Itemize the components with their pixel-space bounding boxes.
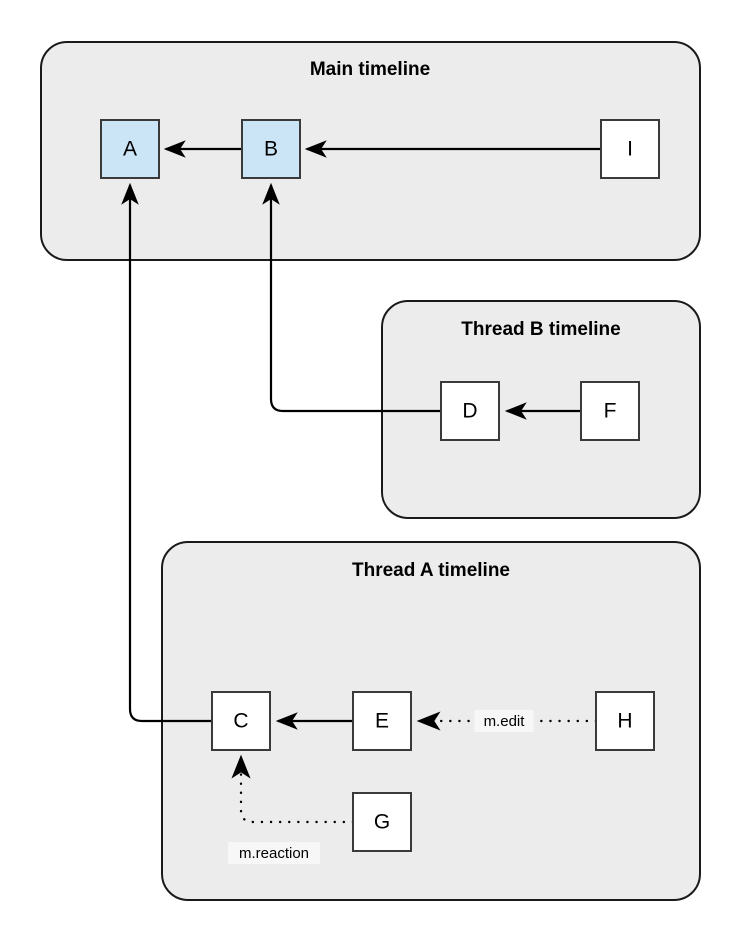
edge-D-to-B [262,182,441,413]
edge-G-to-C [231,754,355,824]
event-node-box[interactable] [100,119,160,179]
event-node-box[interactable] [600,119,660,179]
timeline-group-title: Thread A timeline [352,560,510,581]
edge-C-to-A [121,182,212,723]
event-node-C[interactable]: C [211,691,271,751]
timeline-group-title: Thread B timeline [461,319,620,340]
event-node-A[interactable]: A [100,119,160,179]
timeline-group-box [381,300,701,519]
event-node-box[interactable] [241,119,301,179]
event-node-D[interactable]: D [440,381,500,441]
event-node-label: F [604,400,617,423]
event-nodes-layer: A B I D F C E H G [100,119,660,852]
event-node-box[interactable] [595,691,655,751]
edge-label-backing [228,842,320,864]
timeline-group-title: Main timeline [310,59,430,80]
event-node-label: G [374,811,390,834]
edge-label-G-to-C: m.reaction [228,842,320,864]
edge-label-text: m.edit [484,713,526,730]
event-node-label: E [375,710,389,733]
event-node-label: C [233,710,248,733]
edge-label-text: m.reaction [239,845,309,862]
event-node-box[interactable] [352,792,412,852]
event-node-box[interactable] [352,691,412,751]
event-node-box[interactable] [440,381,500,441]
timeline-group-threadB: Thread B timeline [381,300,701,519]
edges-layer [121,140,601,824]
timeline-group-box [40,41,701,261]
event-node-label: A [123,138,137,161]
event-node-label: D [462,400,477,423]
event-node-F[interactable]: F [580,381,640,441]
event-node-E[interactable]: E [352,691,412,751]
event-node-label: I [627,138,633,161]
event-node-label: B [264,138,278,161]
event-node-B[interactable]: B [241,119,301,179]
event-node-H[interactable]: H [595,691,655,751]
event-node-I[interactable]: I [600,119,660,179]
event-node-G[interactable]: G [352,792,412,852]
timeline-group-main: Main timeline [40,41,701,261]
event-node-box[interactable] [211,691,271,751]
edge-label-H-to-E: m.edit [474,710,534,732]
edge-label-backing [474,710,534,732]
edge-labels-layer: m.edit m.reaction [228,710,534,864]
event-node-label: H [617,710,632,733]
event-node-box[interactable] [580,381,640,441]
